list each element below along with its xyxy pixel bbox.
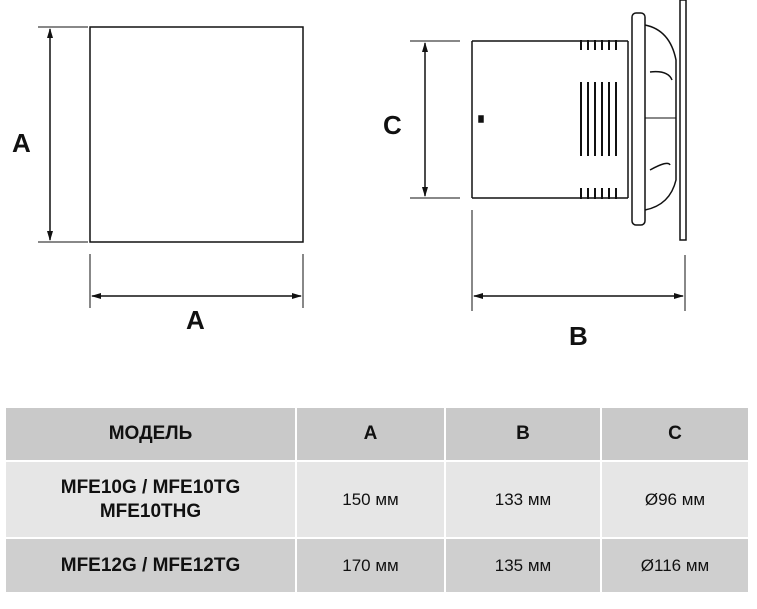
dimensions-table: МОДЕЛЬ A B C MFE10G / MFE10TG MFE10THG 1… — [4, 406, 750, 594]
header-a: A — [297, 408, 444, 460]
value-a: 170 мм — [297, 539, 444, 592]
header-c: C — [602, 408, 748, 460]
side-view — [410, 0, 687, 311]
value-a: 150 мм — [297, 462, 444, 537]
table-row: MFE12G / MFE12TG 170 мм 135 мм Ø116 мм — [6, 539, 748, 592]
header-model: МОДЕЛЬ — [6, 408, 295, 460]
model-name: MFE10THG — [99, 500, 202, 522]
header-b: B — [446, 408, 600, 460]
front-view — [38, 26, 304, 308]
value-c: Ø96 мм — [602, 462, 748, 537]
label-a-vertical: A — [12, 128, 31, 158]
model-cell: MFE10G / MFE10TG MFE10THG — [6, 462, 295, 537]
front-panel — [89, 26, 304, 243]
dimension-drawing: A A C B — [12, 0, 687, 351]
label-a-horizontal: A — [186, 305, 205, 335]
value-b: 133 мм — [446, 462, 600, 537]
value-c: Ø116 мм — [602, 539, 748, 592]
label-c: C — [383, 110, 402, 140]
table-header-row: МОДЕЛЬ A B C — [6, 408, 748, 460]
table-row: MFE10G / MFE10TG MFE10THG 150 мм 133 мм … — [6, 462, 748, 537]
model-name: MFE10G / MFE10TG — [60, 476, 241, 498]
model-name: MFE12G / MFE12TG — [6, 539, 295, 592]
label-b: B — [569, 321, 588, 351]
value-b: 135 мм — [446, 539, 600, 592]
